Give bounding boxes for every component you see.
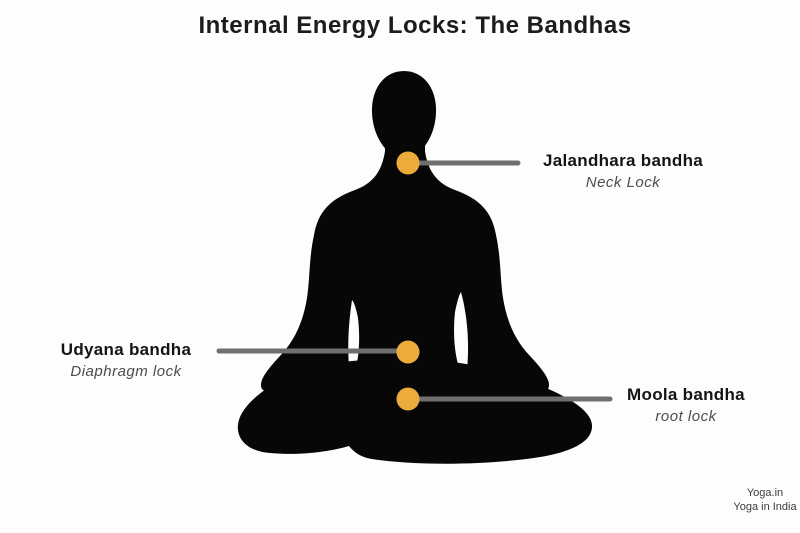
callout-sublabel: Diaphragm lock [70, 363, 182, 381]
jalandhara-dot [396, 151, 420, 175]
callout-sublabel: Neck Lock [585, 174, 661, 192]
callout-label: Moola bandha [627, 385, 745, 404]
figure-crossed-legs [237, 359, 593, 464]
page-title: Internal Energy Locks: The Bandhas [198, 12, 632, 39]
watermark: Yoga.in Yoga in India [702, 486, 800, 514]
udyana-dot [396, 340, 420, 364]
callout-sublabel: root lock [655, 408, 717, 426]
figure-left-arm-gap [348, 300, 360, 378]
figure-right-arm-gap [454, 292, 469, 380]
callout-udyana: Udyana bandha Diaphragm lock [33, 339, 219, 382]
figure-torso-and-arms [260, 143, 550, 404]
watermark-line2: Yoga in India [733, 501, 797, 513]
moola-dot [396, 387, 420, 411]
callout-moola: Moola bandha root lock [604, 384, 768, 427]
figure-head [371, 71, 437, 157]
callout-label: Jalandhara bandha [542, 151, 704, 170]
callout-jalandhara: Jalandhara bandha Neck Lock [538, 150, 708, 193]
callout-label: Udyana bandha [60, 340, 192, 359]
watermark-line1: Yoga.in [746, 487, 784, 499]
